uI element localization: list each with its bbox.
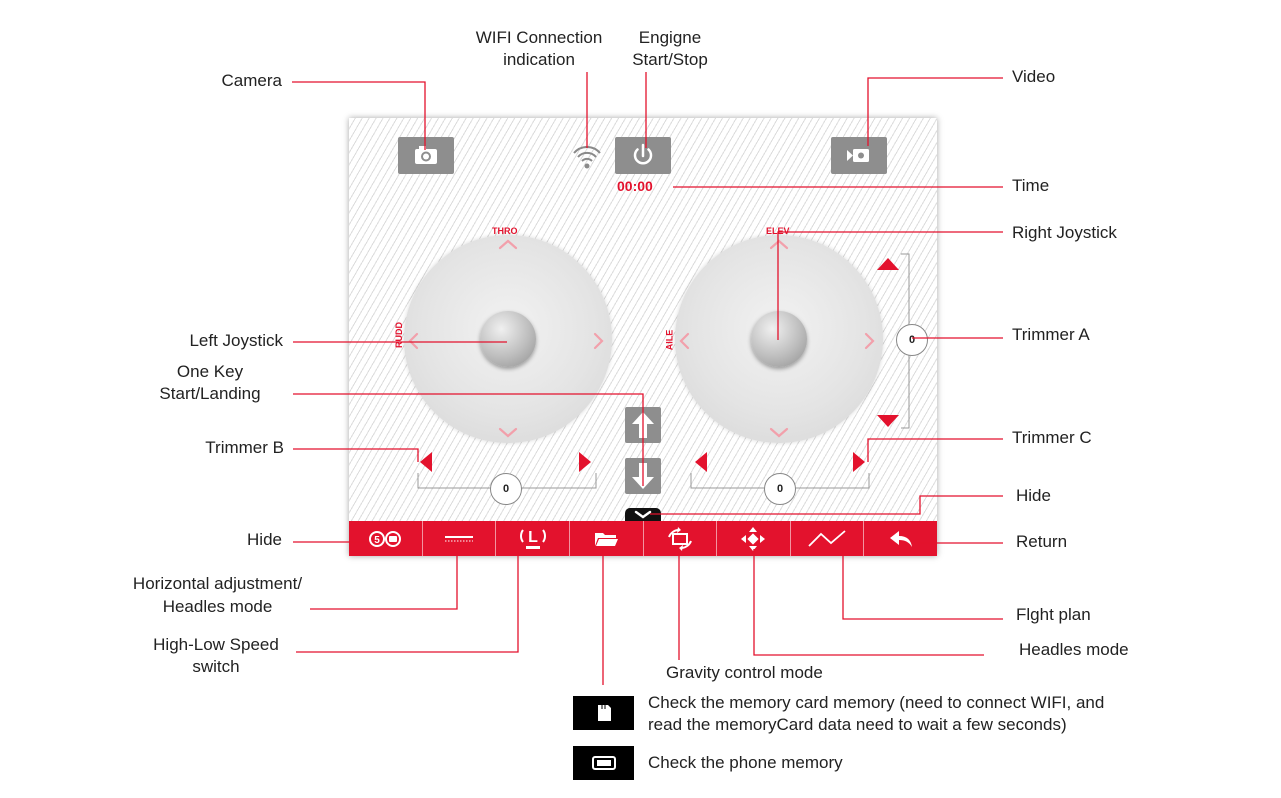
gravity-rotate-icon xyxy=(667,526,692,551)
label-time: Time xyxy=(1012,176,1050,195)
speed-switch-button[interactable]: L xyxy=(496,521,570,556)
svg-text:5: 5 xyxy=(375,535,381,546)
horizontal-adjust-button[interactable] xyxy=(423,521,497,556)
label-one-key-line1: One Key xyxy=(176,362,244,381)
label-gravity: Gravity control mode xyxy=(666,663,823,682)
label-left-joystick: Left Joystick xyxy=(189,331,283,350)
gyro-mode-icon: 5 xyxy=(369,530,402,547)
return-button[interactable] xyxy=(864,521,937,556)
label-hide-right: Hide xyxy=(1016,486,1051,505)
label-camera: Camera xyxy=(221,71,282,90)
trimmer-a-up-arrow[interactable] xyxy=(876,257,900,271)
takeoff-button[interactable] xyxy=(625,407,661,443)
label-trimmer-c: Trimmer C xyxy=(1012,428,1092,447)
arrow-up-icon xyxy=(632,412,654,438)
gravity-control-button[interactable] xyxy=(644,521,718,556)
speed-switch-icon: L xyxy=(519,529,546,549)
trimmer-b-left-arrow[interactable] xyxy=(419,451,433,473)
memory-folder-button[interactable] xyxy=(570,521,644,556)
label-speed-line2: switch xyxy=(192,657,240,676)
memory-card-badge xyxy=(573,696,634,730)
wifi-icon xyxy=(573,146,601,169)
memory-card-icon xyxy=(597,705,611,721)
label-one-key-line2: Start/Landing xyxy=(159,384,261,403)
trimmer-a-down-arrow[interactable] xyxy=(876,414,900,428)
flight-timer: 00:00 xyxy=(617,178,653,194)
label-wifi-line1: WIFI Connection xyxy=(475,28,603,47)
memory-card-text-line2: read the memoryCard data need to wait a … xyxy=(648,715,1067,734)
label-right-joystick: Right Joystick xyxy=(1012,223,1117,242)
label-speed-line1: High-Low Speed xyxy=(153,635,279,654)
engine-power-button[interactable] xyxy=(615,137,671,174)
thro-label: THRO xyxy=(492,226,518,236)
label-flight-plan: Flght plan xyxy=(1016,605,1091,624)
controller-screen: 00:00 THRO RUDD ELEV AILE 0 xyxy=(349,118,937,556)
landing-button[interactable] xyxy=(625,458,661,494)
power-icon xyxy=(633,143,653,165)
label-trimmer-a: Trimmer A xyxy=(1012,325,1090,344)
bottom-toolbar: 5 L xyxy=(349,521,937,556)
flight-plan-icon xyxy=(808,529,846,547)
phone-memory-badge xyxy=(573,746,634,780)
trimmer-b-right-arrow[interactable] xyxy=(578,451,592,473)
label-video: Video xyxy=(1012,67,1056,86)
label-engine-line2: Start/Stop xyxy=(632,50,708,69)
left-joystick-knob[interactable] xyxy=(480,311,536,367)
trimmer-a-value: 0 xyxy=(896,324,928,356)
folder-icon xyxy=(595,532,619,546)
return-arrow-icon xyxy=(889,530,912,547)
label-return: Return xyxy=(1016,532,1068,551)
video-camera-icon xyxy=(847,149,869,162)
right-stick-arrows xyxy=(679,239,875,438)
label-wifi-line2: indication xyxy=(503,50,575,69)
chevron-down-icon xyxy=(634,510,652,519)
label-horizontal-line2: Headles mode xyxy=(162,597,273,616)
hide-gyro-button[interactable]: 5 xyxy=(349,521,423,556)
horizontal-adjust-icon xyxy=(444,535,473,541)
memory-card-text-line1: Check the memory card memory (need to co… xyxy=(648,693,1105,712)
camera-icon xyxy=(415,146,437,164)
left-stick-arrows xyxy=(408,239,604,438)
label-engine-line1: Engigne xyxy=(638,28,702,47)
trimmer-c-value: 0 xyxy=(764,473,796,505)
hide-toolbar-tab[interactable] xyxy=(625,508,661,522)
video-button[interactable] xyxy=(831,137,887,174)
camera-button[interactable] xyxy=(398,137,454,174)
headless-mode-icon xyxy=(741,526,766,551)
phone-memory-text: Check the phone memory xyxy=(648,753,843,772)
label-horizontal-line1: Horizontal adjustment/ xyxy=(132,574,303,593)
trimmer-c-right-arrow[interactable] xyxy=(852,451,866,473)
headless-mode-button[interactable] xyxy=(717,521,791,556)
elev-label: ELEV xyxy=(766,226,790,236)
svg-text:L: L xyxy=(528,529,538,546)
arrow-down-icon xyxy=(632,463,654,489)
label-trimmer-b: Trimmer B xyxy=(205,438,284,457)
phone-icon xyxy=(591,756,616,770)
flight-plan-button[interactable] xyxy=(791,521,865,556)
label-headles-mode: Headles mode xyxy=(1019,640,1129,659)
trimmer-b-value: 0 xyxy=(490,473,522,505)
trimmer-c-left-arrow[interactable] xyxy=(694,451,708,473)
label-hide-left: Hide xyxy=(247,530,282,549)
